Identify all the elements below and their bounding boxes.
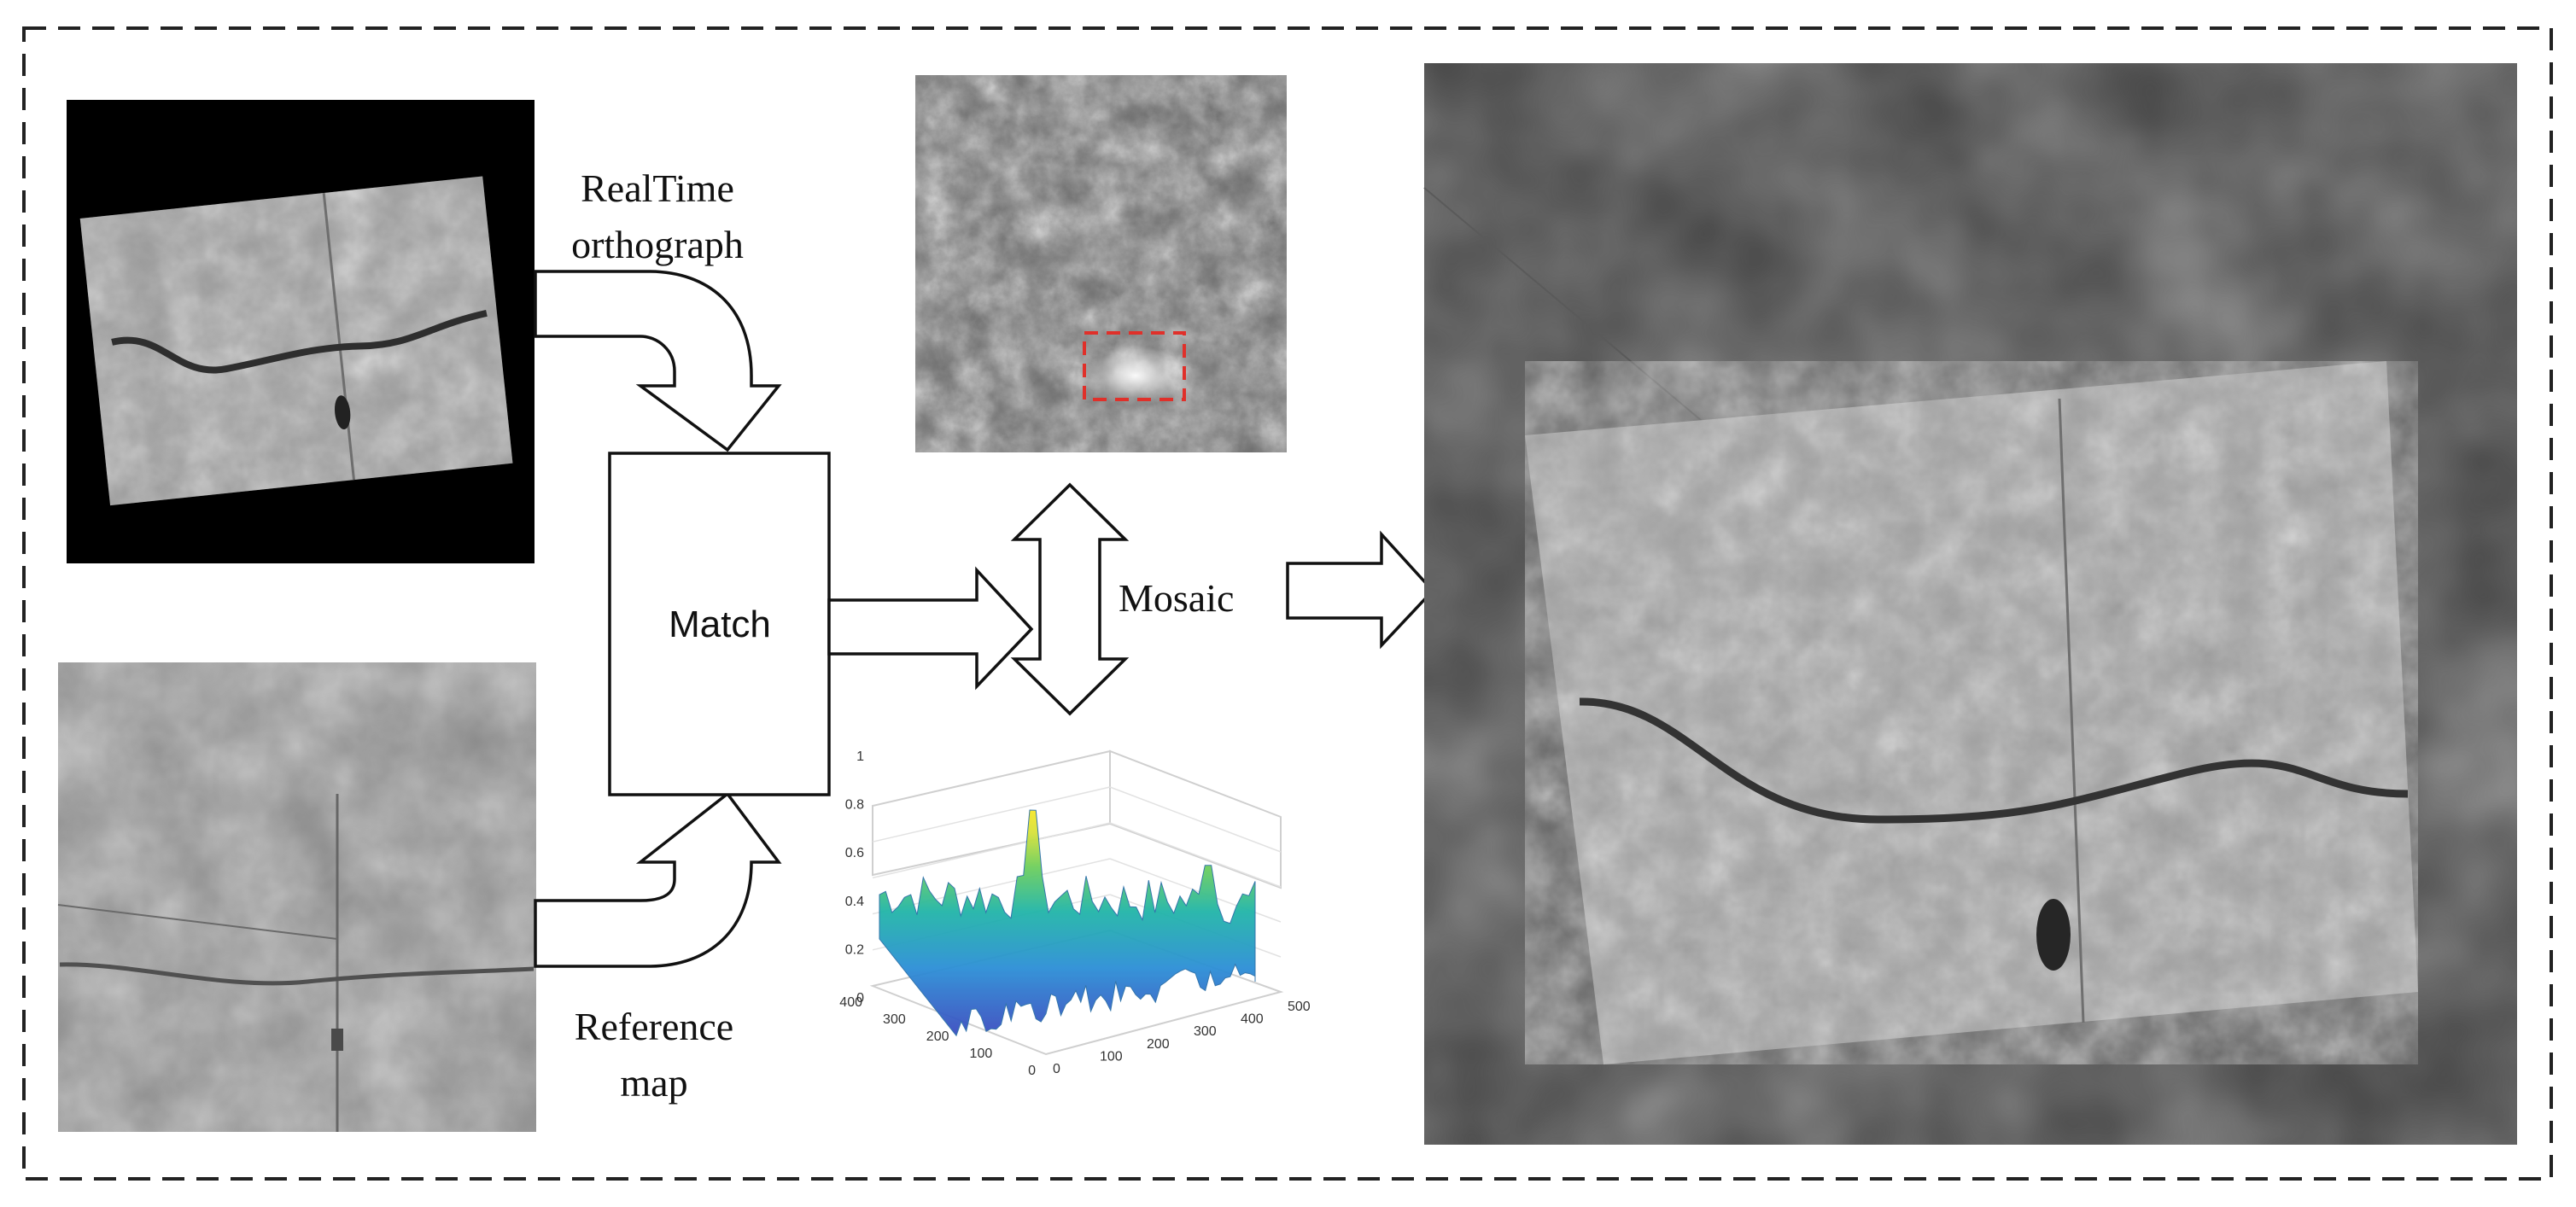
y-tick-label: 400 — [839, 995, 862, 1010]
mosaic-result-image — [1423, 63, 2517, 1145]
x-tick-label: 0 — [1053, 1062, 1060, 1076]
surface-mesh — [879, 809, 1256, 1037]
mosaic-label: Mosaic — [1119, 576, 1234, 620]
z-tick-label: 0.8 — [845, 798, 864, 813]
realtime-orthograph-label-line2: orthograph — [571, 223, 744, 266]
vertical-double-arrow — [1010, 482, 1130, 716]
reference-map-label-line1: Reference — [575, 1005, 733, 1048]
surface-back-wall-left — [872, 749, 1111, 877]
correlation-map-image — [915, 75, 1287, 452]
x-tick-labels: 0 100 200 300 400 500 — [1053, 1000, 1311, 1076]
mosaic-overlay-image — [1525, 361, 2418, 1064]
match-to-mosaic-arrow — [827, 566, 1034, 691]
reference-map-label-line2: map — [620, 1061, 687, 1105]
reference-to-match-arrow — [534, 791, 782, 968]
y-tick-labels: 0 100 200 300 400 — [839, 995, 1036, 1078]
realtime-orthograph-image — [67, 100, 534, 563]
z-tick-labels: 0 0.2 0.4 0.6 0.8 1 — [845, 749, 864, 1006]
z-tick-label: 0 — [856, 991, 864, 1006]
x-tick-label: 300 — [1194, 1024, 1217, 1039]
outer-dashed-frame — [22, 26, 2553, 1181]
mosaic-to-result-arrow — [1286, 530, 1435, 650]
x-tick-label: 100 — [1100, 1049, 1123, 1064]
realtime-orthograph-label-line1: RealTime — [581, 166, 734, 210]
z-tick-label: 0.6 — [845, 846, 864, 860]
z-tick-label: 1 — [856, 749, 864, 764]
match-location-marker — [1083, 331, 1186, 401]
x-tick-label: 200 — [1147, 1037, 1170, 1052]
z-tick-label: 0.4 — [845, 895, 864, 909]
y-tick-label: 100 — [970, 1047, 993, 1061]
correlation-surface-plot: 0 0.2 0.4 0.6 0.8 1 0 100 200 300 400 500 0 100 200 3… — [839, 749, 1311, 1078]
z-tick-label: 0.2 — [845, 942, 864, 957]
y-tick-label: 300 — [883, 1012, 906, 1027]
realtime-to-match-arrow — [534, 270, 782, 452]
y-tick-label: 200 — [926, 1029, 949, 1044]
x-tick-label: 500 — [1288, 1000, 1311, 1014]
match-label: Match — [669, 604, 771, 645]
reference-map-image — [57, 662, 536, 1132]
x-tick-label: 400 — [1241, 1012, 1264, 1027]
y-tick-label: 0 — [1028, 1064, 1036, 1078]
